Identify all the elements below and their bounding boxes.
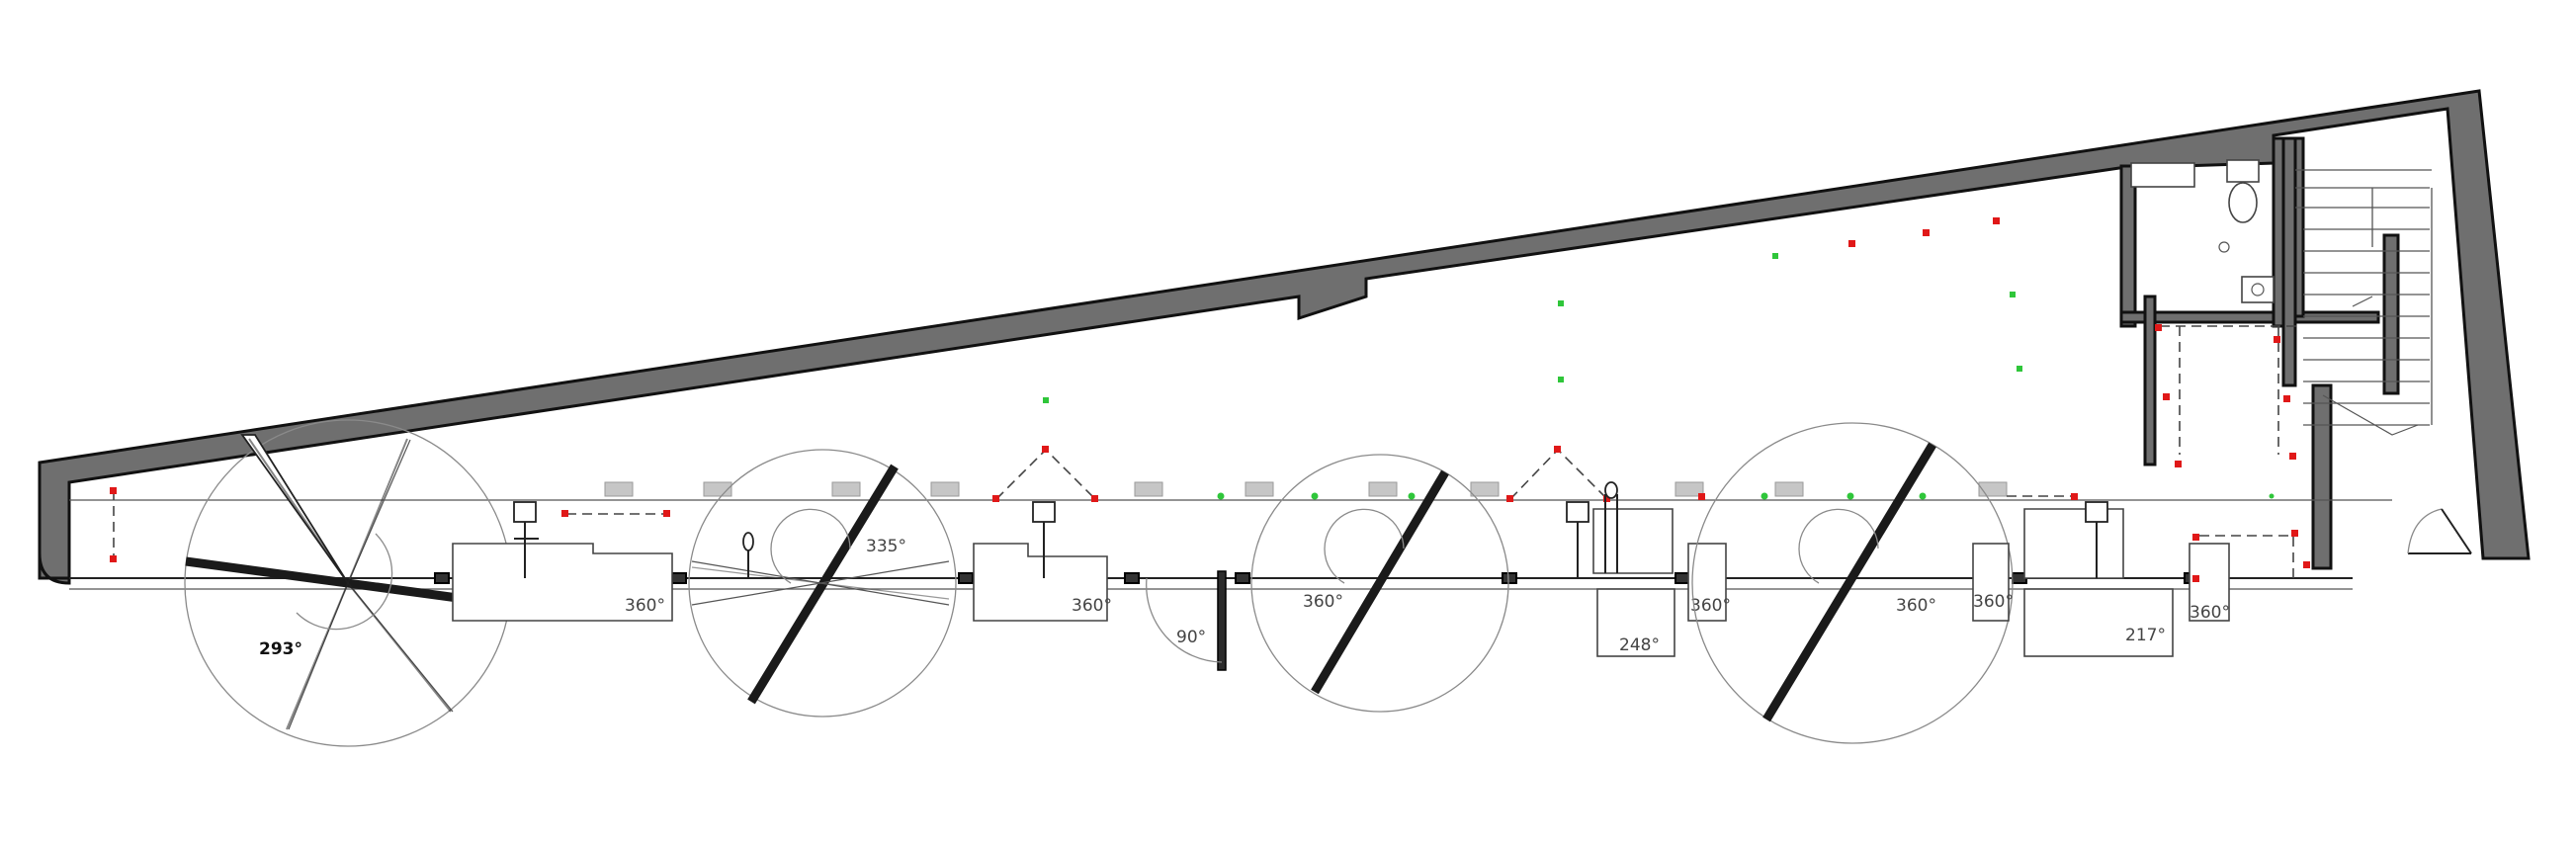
furniture-unit-2: 360°: [973, 501, 1112, 622]
sensor-line-1: [561, 510, 670, 517]
angle-label-360-5: 360°: [1896, 596, 1936, 616]
furniture-unit-248: 248°: [1566, 481, 1675, 657]
toilet-bowl: [2228, 182, 2258, 223]
furniture-unit-1: 360°: [452, 501, 673, 622]
angle-label-293: 293°: [259, 639, 302, 659]
angle-label-217: 217°: [2125, 626, 2166, 645]
pivot-panel-335: 335°: [688, 449, 957, 718]
angle-label-360-6: 360°: [1973, 592, 2014, 612]
toilet-tank: [2226, 159, 2260, 183]
angle-label-335: 335°: [866, 537, 906, 556]
facade: [69, 499, 2392, 590]
pivot-panel-360-5: 360°: [1691, 422, 2014, 744]
inner-rooms: [2119, 136, 2472, 570]
angle-label-90: 90°: [1176, 628, 1206, 647]
folding-door-2: [1506, 446, 1610, 502]
angle-label-360-7: 360°: [2190, 603, 2230, 623]
angle-label-360-4: 360°: [1690, 596, 1731, 616]
folding-door-1: [992, 446, 1098, 502]
furniture-unit-217: 217°: [2007, 495, 2174, 657]
markers: [1043, 217, 2310, 582]
wall-fixtures: [604, 481, 2008, 497]
angle-label-360-2: 360°: [1072, 596, 1112, 616]
pivot-panel-360-3: 360°: [1250, 454, 1509, 713]
angle-label-360-1: 360°: [625, 596, 665, 616]
end-panel-left: [110, 487, 117, 562]
angle-label-360-3: 360°: [1303, 592, 1343, 612]
angle-label-248: 248°: [1619, 635, 1660, 655]
sink: [2241, 276, 2275, 303]
washbasin-counter: [2130, 162, 2195, 188]
swing-door-90: 90°: [1146, 570, 1227, 671]
box-360-6: 360°: [1972, 543, 2014, 622]
